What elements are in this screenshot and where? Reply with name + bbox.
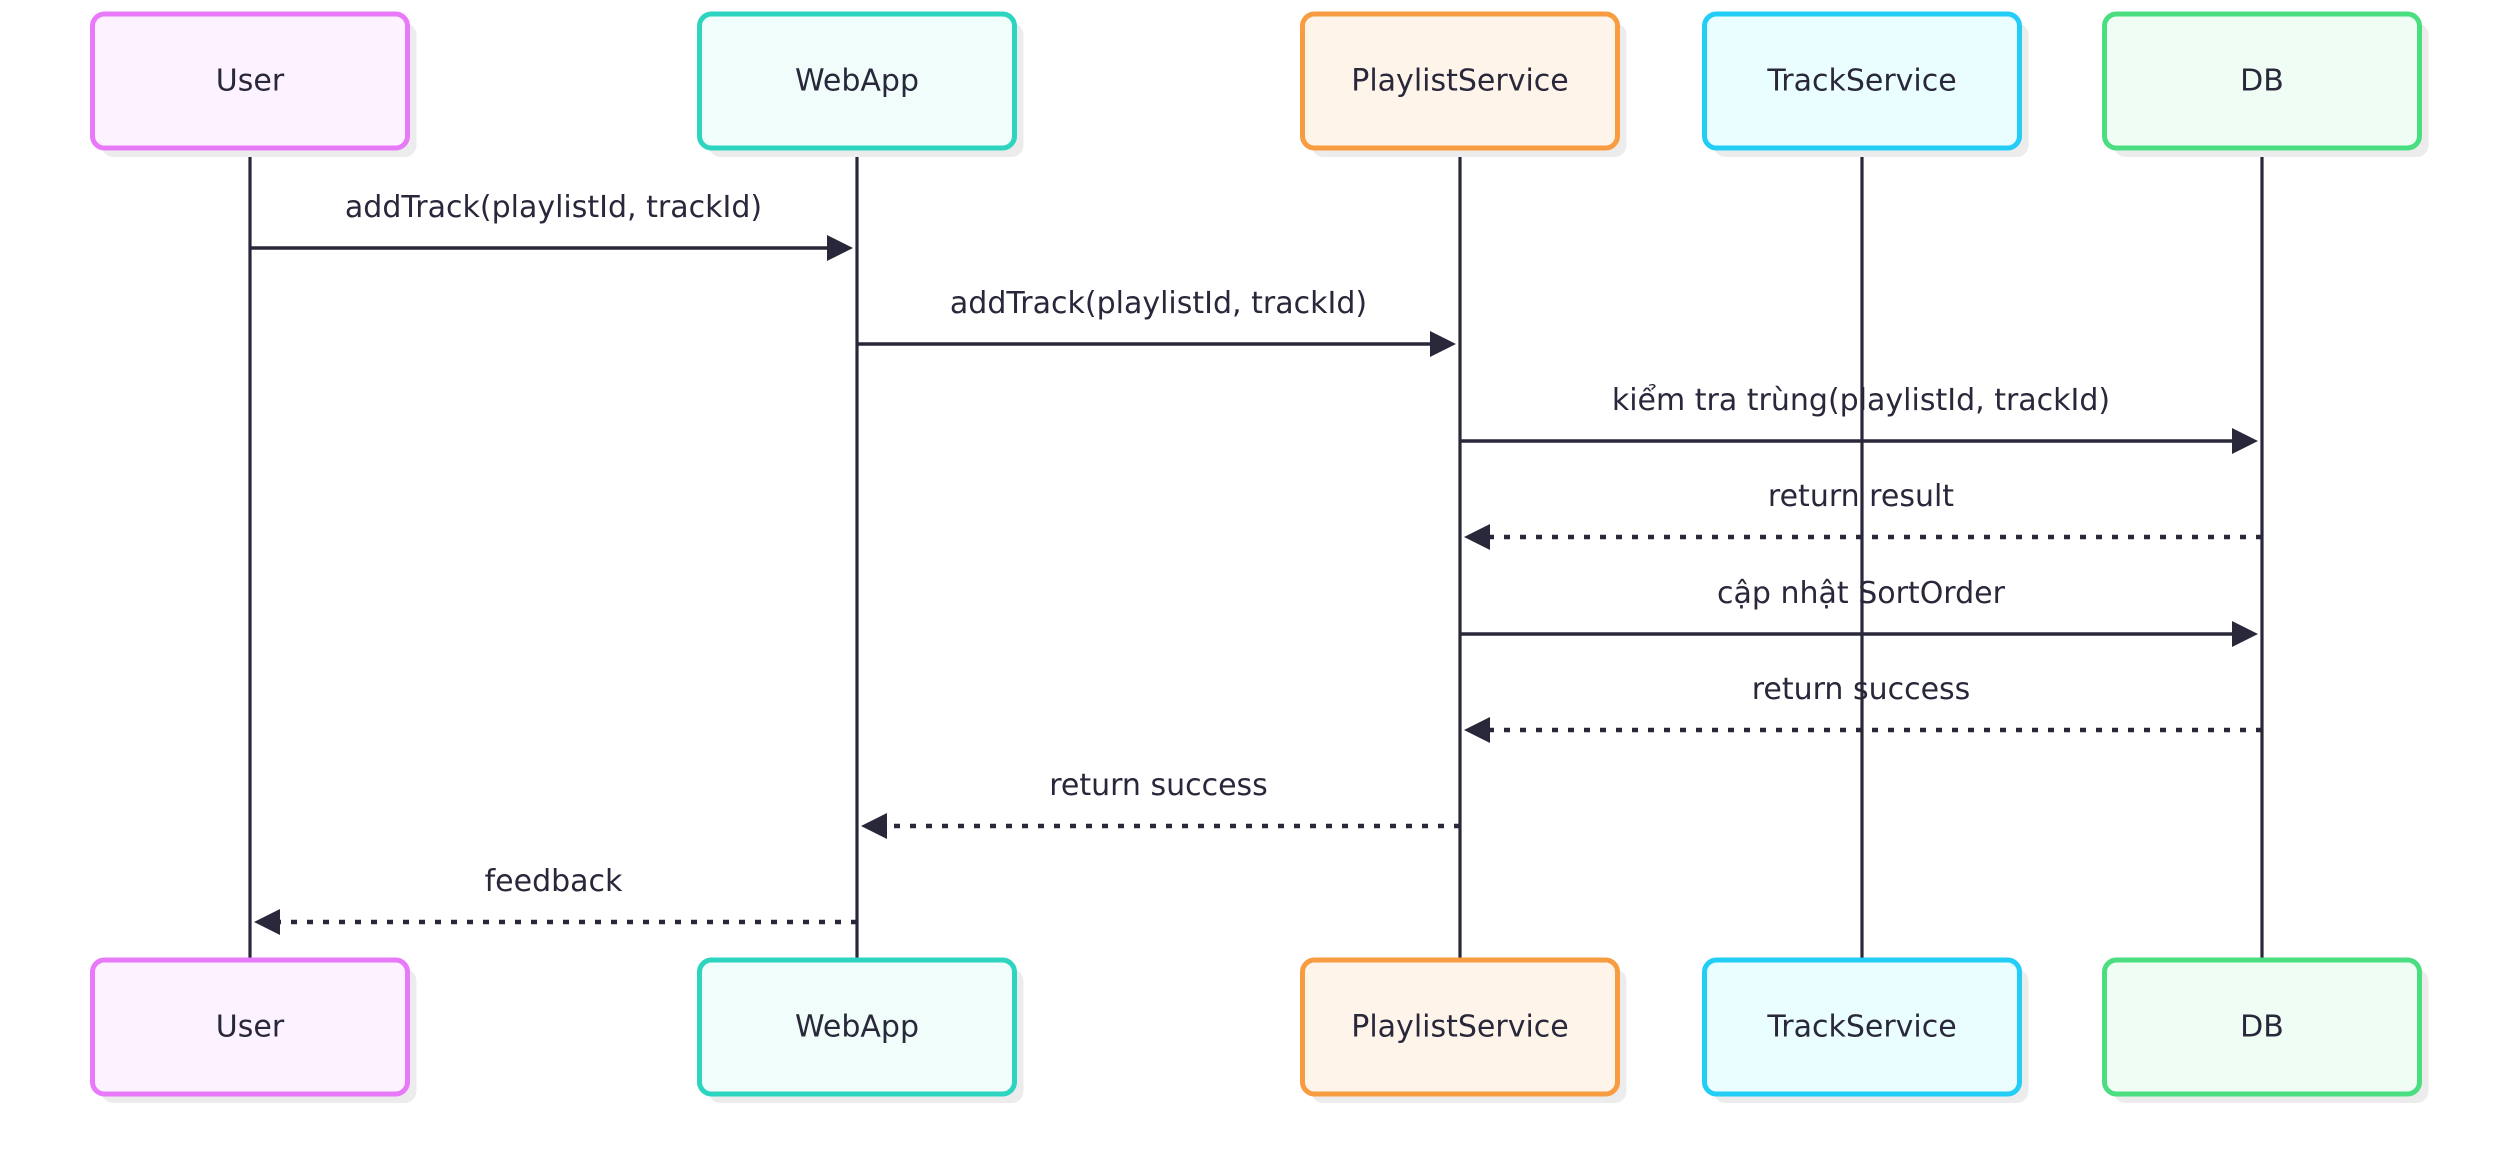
participant-label-trackservice: TrackService — [1766, 64, 1956, 99]
participant-box[interactable] — [90, 957, 410, 1097]
message-arrowhead-3 — [2232, 428, 2258, 454]
message-2: addTrack(playlistId, trackId) — [857, 286, 1456, 357]
message-8: feedback — [254, 864, 857, 935]
participant-box[interactable] — [1702, 11, 2022, 151]
participant-top-db[interactable]: DB — [2102, 11, 2429, 157]
participant-label-db: DB — [2240, 64, 2284, 99]
message-arrowhead-2 — [1430, 331, 1456, 357]
message-arrowhead-5 — [2232, 621, 2258, 647]
participant-label-trackservice: TrackService — [1766, 1010, 1956, 1045]
participant-top-playlistservice[interactable]: PlaylistService — [1300, 11, 1627, 157]
message-label-8: feedback — [485, 864, 623, 899]
participant-top-webapp[interactable]: WebApp — [697, 11, 1024, 157]
participant-label-playlistservice: PlaylistService — [1351, 1010, 1569, 1045]
message-5: cập nhật SortOrder — [1460, 576, 2258, 647]
messages-layer: addTrack(playlistId, trackId) addTrack(pl… — [250, 190, 2262, 935]
participant-top-trackservice[interactable]: TrackService — [1702, 11, 2029, 157]
participant-box[interactable] — [697, 11, 1017, 151]
participant-label-user: User — [216, 1010, 285, 1045]
message-label-6: return success — [1752, 672, 1971, 707]
participant-bottom-user[interactable]: User — [90, 957, 417, 1103]
message-label-5: cập nhật SortOrder — [1717, 576, 2006, 611]
participant-box[interactable] — [1300, 957, 1620, 1097]
participant-box[interactable] — [2102, 957, 2422, 1097]
participant-bottom-webapp[interactable]: WebApp — [697, 957, 1024, 1103]
participant-label-webapp: WebApp — [795, 64, 919, 99]
participant-box[interactable] — [697, 957, 1017, 1097]
participant-box[interactable] — [2102, 11, 2422, 151]
participant-box[interactable] — [90, 11, 410, 151]
message-label-2: addTrack(playlistId, trackId) — [950, 286, 1367, 321]
message-6: return success — [1464, 672, 2262, 743]
message-arrowhead-7 — [861, 813, 887, 839]
participant-label-db: DB — [2240, 1010, 2284, 1045]
message-arrowhead-8 — [254, 909, 280, 935]
participant-bottom-playlistservice[interactable]: PlaylistService — [1300, 957, 1627, 1103]
participant-box[interactable] — [1300, 11, 1620, 151]
participant-label-webapp: WebApp — [795, 1010, 919, 1045]
message-arrowhead-4 — [1464, 524, 1490, 550]
message-label-7: return success — [1049, 768, 1268, 803]
participant-label-playlistservice: PlaylistService — [1351, 64, 1569, 99]
participant-boxes-layer: UserUserWebAppWebAppPlaylistServicePlayl… — [90, 11, 2429, 1103]
participant-label-user: User — [216, 64, 285, 99]
message-arrowhead-6 — [1464, 717, 1490, 743]
message-1: addTrack(playlistId, trackId) — [250, 190, 853, 261]
message-label-4: return result — [1768, 479, 1954, 514]
message-7: return success — [861, 768, 1460, 839]
message-arrowhead-1 — [827, 235, 853, 261]
message-label-3: kiểm tra trùng(playlistId, trackId) — [1612, 382, 2110, 418]
participant-top-user[interactable]: User — [90, 11, 417, 157]
message-4: return result — [1464, 479, 2262, 550]
participant-bottom-db[interactable]: DB — [2102, 957, 2429, 1103]
message-label-1: addTrack(playlistId, trackId) — [345, 190, 762, 225]
message-3: kiểm tra trùng(playlistId, trackId) — [1460, 382, 2258, 454]
participant-box[interactable] — [1702, 957, 2022, 1097]
participant-bottom-trackservice[interactable]: TrackService — [1702, 957, 2029, 1103]
lifelines-layer — [248, 148, 2264, 960]
